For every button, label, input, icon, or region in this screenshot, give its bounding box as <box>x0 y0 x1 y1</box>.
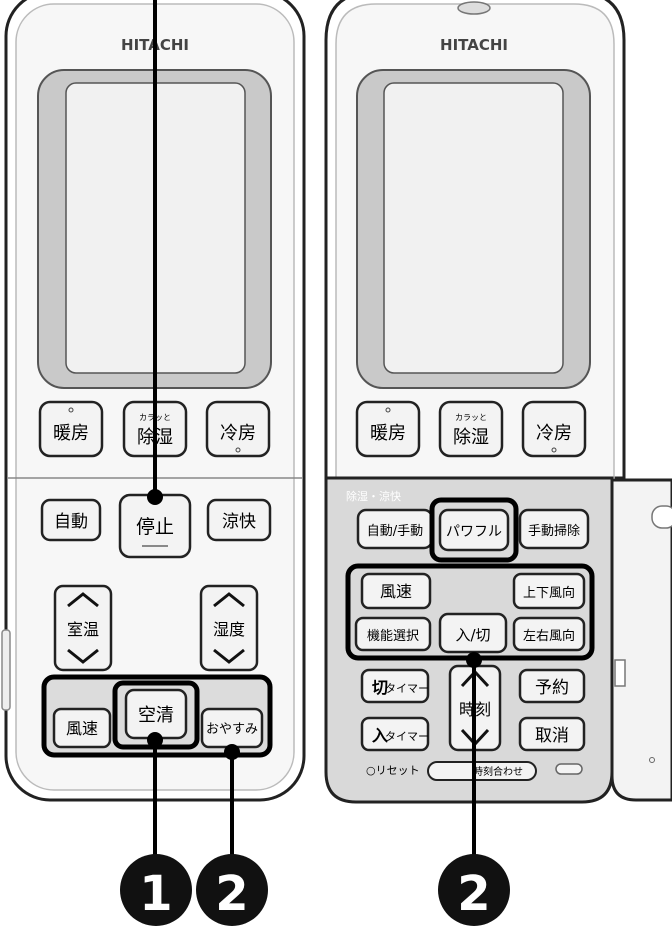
small-indicator <box>555 763 583 775</box>
right-heat-button[interactable]: 暖房 <box>355 400 421 458</box>
left-fan-speed-button[interactable]: 風速 <box>52 707 112 749</box>
svg-text:冷房: 冷房 <box>220 423 256 444</box>
svg-text:風速: 風速 <box>380 582 412 601</box>
svg-text:入: 入 <box>372 726 388 745</box>
svg-text:タイマー: タイマー <box>385 682 429 695</box>
vertical-direction-button[interactable]: 上下風向 <box>512 572 586 610</box>
manual-clean-button[interactable]: 手動掃除 <box>518 508 590 550</box>
left-auto-button[interactable]: 自動 <box>40 498 102 542</box>
svg-text:おやすみ: おやすみ <box>206 722 258 737</box>
svg-text:カラッと: カラッと <box>455 413 487 422</box>
left-air-clean-button[interactable]: 空清 <box>124 688 188 740</box>
leader-lines <box>153 0 476 866</box>
svg-text:左右風向: 左右風向 <box>523 628 575 644</box>
clock-set-button[interactable]: 時刻合わせ <box>427 761 537 781</box>
leader-dot-on-off <box>466 652 482 668</box>
left-cool-comfort-button[interactable]: 涼快 <box>206 498 272 542</box>
svg-text:2: 2 <box>215 866 248 922</box>
svg-text:時刻合わせ: 時刻合わせ <box>473 765 523 778</box>
on-off-button[interactable]: 入/切 <box>438 612 508 654</box>
svg-text:切: 切 <box>372 678 388 697</box>
svg-text:冷房: 冷房 <box>536 423 572 444</box>
svg-text:暖房: 暖房 <box>53 423 89 444</box>
svg-text:暖房: 暖房 <box>370 423 406 444</box>
svg-text:除湿: 除湿 <box>453 427 489 448</box>
powerful-button[interactable]: パワフル <box>438 508 510 552</box>
svg-text:自動/手動: 自動/手動 <box>367 524 423 539</box>
right-remote: HITACHI 暖房 カラッと 除湿 冷房 除湿・涼快 自動/手動 <box>324 0 672 804</box>
off-timer-button[interactable]: 切 タイマー <box>360 668 430 704</box>
function-select-button[interactable]: 機能選択 <box>354 616 432 652</box>
svg-text:入/切: 入/切 <box>455 626 490 644</box>
svg-text:風速: 風速 <box>66 719 98 738</box>
svg-text:空清: 空清 <box>138 705 174 726</box>
svg-text:1: 1 <box>139 866 172 922</box>
leader-dot-stop <box>147 489 163 505</box>
horizontal-direction-button[interactable]: 左右風向 <box>512 616 586 652</box>
svg-text:タイマー: タイマー <box>385 730 429 743</box>
reserve-button[interactable]: 予約 <box>518 668 586 704</box>
left-sleep-button[interactable]: おやすみ <box>200 707 264 749</box>
right-dehumid-button[interactable]: カラッと 除湿 <box>438 400 504 458</box>
callout-2-left: 2 <box>196 854 268 926</box>
svg-text:予約: 予約 <box>535 678 569 698</box>
svg-text:取消: 取消 <box>535 726 569 746</box>
left-heat-button[interactable]: 暖房 <box>38 400 104 458</box>
left-room-temp-rocker[interactable]: 室温 <box>53 584 113 672</box>
svg-text:涼快: 涼快 <box>222 512 256 532</box>
svg-text:上下風向: 上下風向 <box>523 585 575 601</box>
svg-text:2: 2 <box>457 866 490 922</box>
on-timer-button[interactable]: 入 タイマー <box>360 716 430 752</box>
left-cool-button[interactable]: 冷房 <box>205 400 271 458</box>
left-remote: HITACHI 暖房 カラッと 除湿 冷房 自動 停止 <box>1 0 306 802</box>
svg-text:パワフル: パワフル <box>446 524 502 540</box>
svg-text:室温: 室温 <box>67 620 99 639</box>
leader-dot-air-clean <box>147 732 163 748</box>
reset-label: ○リセット <box>366 764 420 777</box>
leader-dot-sleep <box>224 744 240 760</box>
left-humidity-rocker[interactable]: 湿度 <box>199 584 259 672</box>
cancel-button[interactable]: 取消 <box>518 716 586 752</box>
left-stop-button[interactable]: 停止 <box>118 493 192 559</box>
auto-manual-button[interactable]: 自動/手動 <box>356 508 434 550</box>
section-label: 除湿・涼快 <box>346 489 401 503</box>
svg-text:機能選択: 機能選択 <box>367 629 419 644</box>
right-brand: HITACHI <box>440 36 508 54</box>
right-cool-button[interactable]: 冷房 <box>521 400 587 458</box>
svg-text:自動: 自動 <box>54 512 88 532</box>
svg-text:停止: 停止 <box>136 516 174 538</box>
callout-2-right: 2 <box>438 854 510 926</box>
svg-text:手動掃除: 手動掃除 <box>528 523 580 539</box>
right-fan-speed-button[interactable]: 風速 <box>360 572 432 610</box>
svg-text:湿度: 湿度 <box>213 620 245 639</box>
callout-1: 1 <box>120 854 192 926</box>
